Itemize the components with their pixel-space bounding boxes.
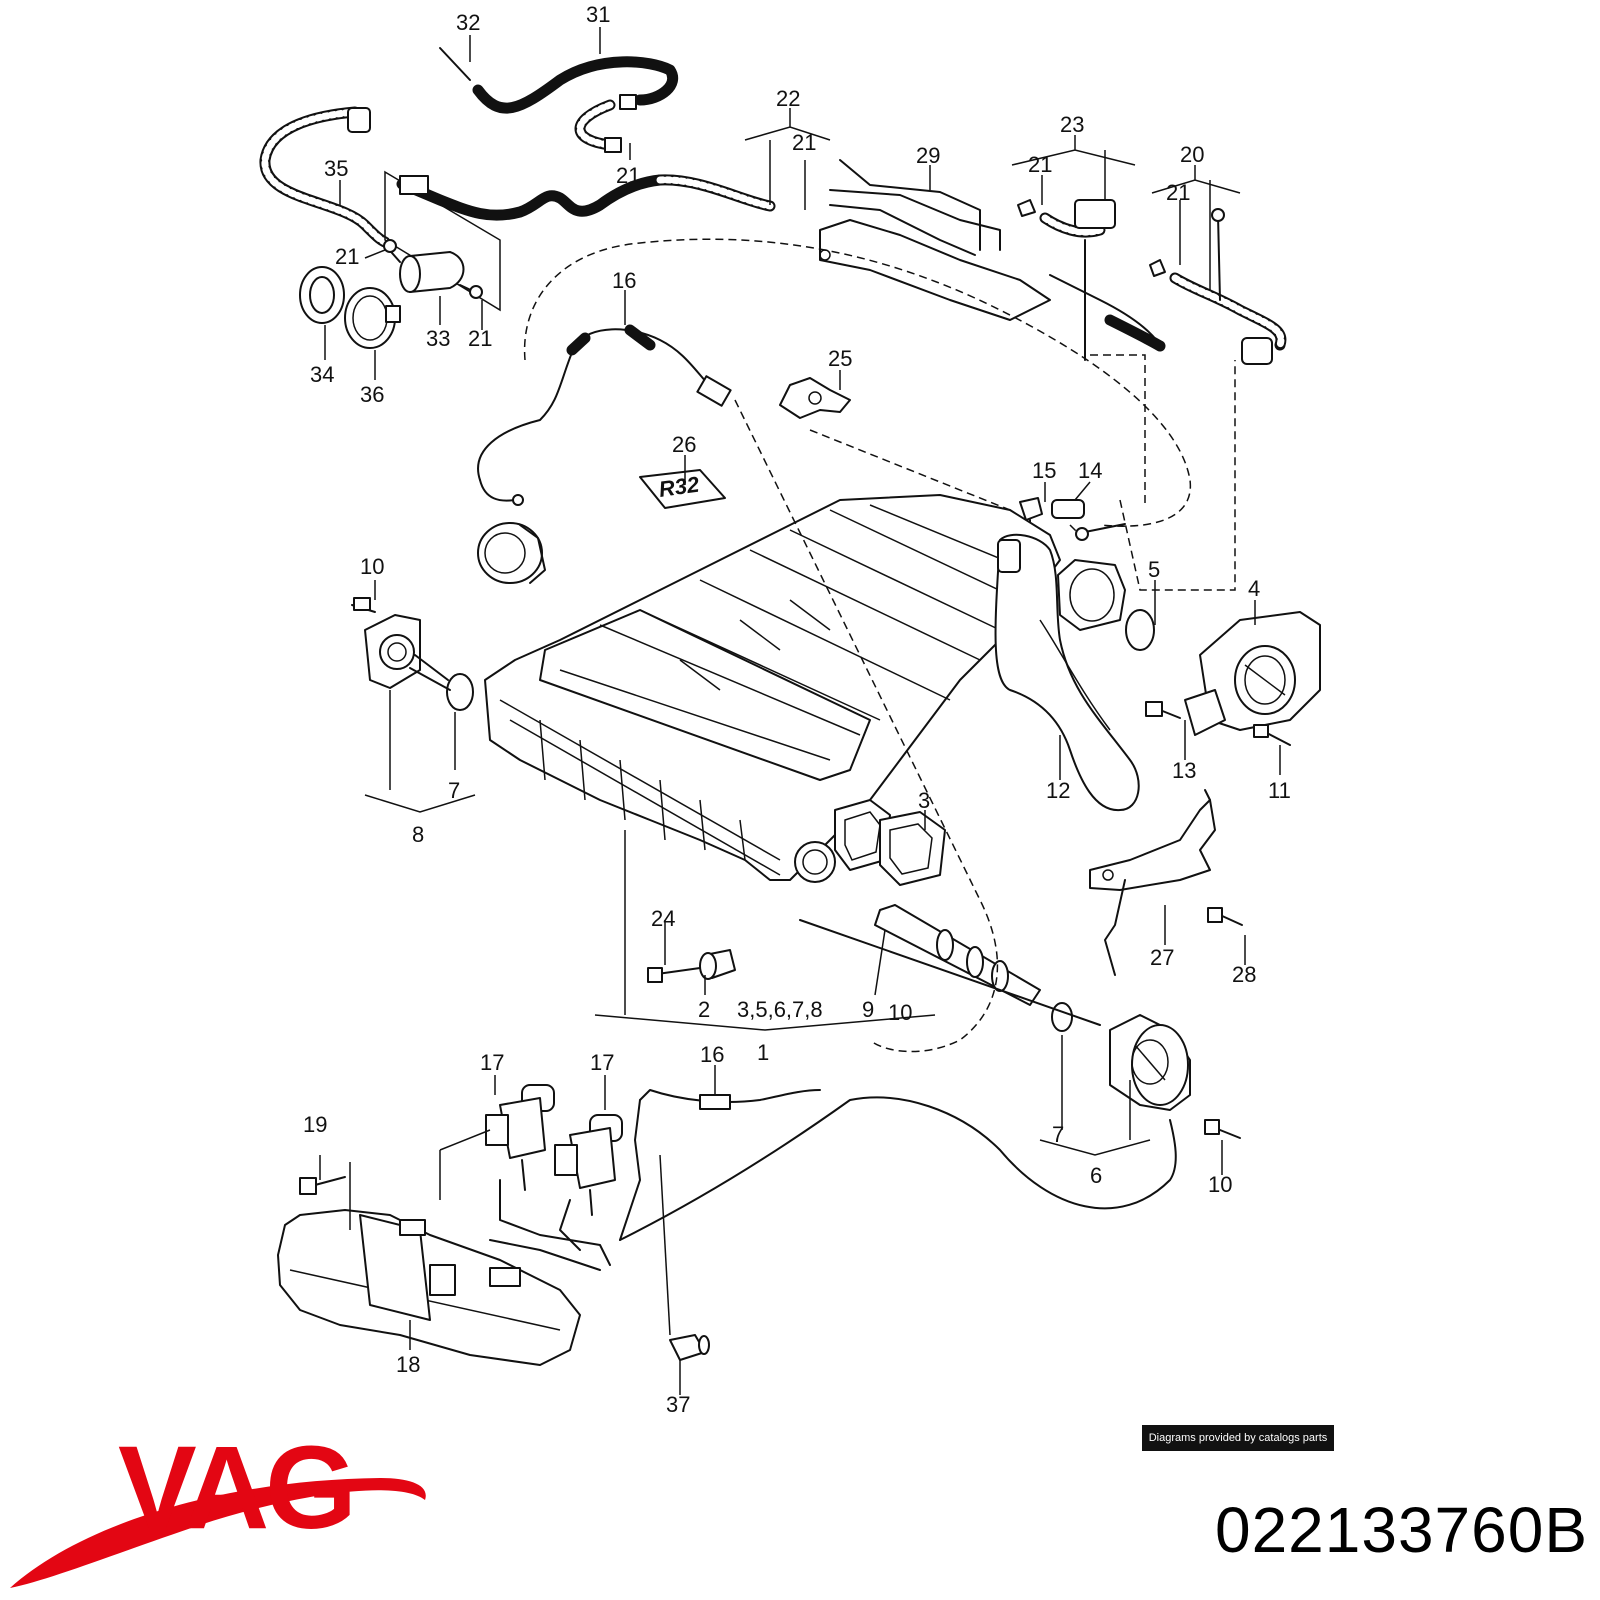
callout: 10	[1208, 1172, 1232, 1197]
callout: 34	[310, 362, 334, 387]
callout: 10	[360, 554, 384, 579]
callout: 9	[862, 997, 874, 1022]
callout: 28	[1232, 962, 1256, 987]
callout: 3	[918, 788, 930, 813]
reservoir-18	[277, 1209, 581, 1366]
shaft-9	[874, 904, 1041, 1006]
leader-lines	[319, 27, 1281, 1395]
callout: 32	[456, 10, 480, 35]
callout: 8	[412, 822, 424, 847]
callout-labels: 32 31 22 21 21 29 23 21 20 21 35 21 33 2…	[303, 2, 1291, 1417]
callout: 21	[1028, 152, 1052, 177]
callout: 25	[828, 346, 852, 371]
callout: 37	[666, 1392, 690, 1417]
callout: 31	[586, 2, 610, 27]
callout: 16	[612, 268, 636, 293]
hose-22-main	[384, 170, 776, 312]
bolt-11	[1253, 724, 1291, 746]
callout: 7	[1052, 1122, 1064, 1147]
callout: 17	[480, 1050, 504, 1075]
callout: 21	[792, 130, 816, 155]
callout: 14	[1078, 458, 1102, 483]
solenoid-17b	[554, 1114, 623, 1216]
hose-23	[1017, 199, 1116, 238]
brand-text: VAG	[118, 1422, 353, 1554]
o-ring-7b	[1051, 1002, 1073, 1032]
solenoid-17a	[485, 1084, 555, 1191]
clamp-34	[299, 266, 345, 324]
callout: 21	[616, 163, 640, 188]
hose-32-31	[439, 47, 678, 153]
callout: 22	[776, 86, 800, 111]
part-number: 022133760B	[1214, 1494, 1588, 1566]
hose-20	[1049, 208, 1287, 365]
fitting-37	[669, 1334, 710, 1361]
r32-badge: R32	[639, 469, 726, 509]
badge-text: R32	[657, 471, 701, 501]
callout: 6	[1090, 1163, 1102, 1188]
actuator-left	[351, 597, 421, 689]
throttle-body-4	[1184, 611, 1321, 736]
callout: 16	[700, 1042, 724, 1067]
callout: 23	[1060, 112, 1084, 137]
part-14	[1051, 499, 1126, 541]
actuator-6	[1109, 1014, 1191, 1111]
callout: 26	[672, 432, 696, 457]
callout: 3,5,6,7,8	[737, 997, 823, 1022]
callout: 36	[360, 382, 384, 407]
callout: 13	[1172, 758, 1196, 783]
callout: 7	[448, 778, 460, 803]
callout: 21	[335, 244, 359, 269]
flange-gasket	[1057, 559, 1155, 651]
callout: 11	[1268, 778, 1291, 803]
callout: 4	[1248, 576, 1260, 601]
callout: 15	[1032, 458, 1056, 483]
gasket-3	[834, 799, 946, 886]
callout: 33	[426, 326, 450, 351]
callout: 10	[888, 1000, 912, 1025]
callout: 18	[396, 1352, 420, 1377]
bolt-10c	[1204, 1119, 1241, 1139]
part-25	[779, 377, 851, 419]
callout: 2	[698, 997, 710, 1022]
callout: 27	[1150, 945, 1174, 970]
bolt-13	[1145, 701, 1181, 719]
callout: 29	[916, 143, 940, 168]
callout: 21	[1166, 180, 1190, 205]
callout: 1	[757, 1040, 769, 1065]
vag-logo: VAG	[10, 1422, 426, 1588]
callout: 5	[1148, 557, 1160, 582]
callout: 19	[303, 1112, 327, 1137]
callout: 24	[651, 906, 675, 931]
diagram-credit: Diagrams provided by catalogs parts	[1142, 1425, 1334, 1451]
bracket-27	[1089, 789, 1216, 976]
callout: 12	[1046, 778, 1070, 803]
intake-manifold	[484, 494, 1140, 883]
bolt-19	[299, 1176, 346, 1195]
callout: 20	[1180, 142, 1204, 167]
valve-33	[383, 239, 483, 299]
callout: 35	[324, 156, 348, 181]
clamp-36	[344, 287, 401, 349]
hose-29	[819, 159, 1051, 321]
vacuum-lines-lower	[489, 1089, 1177, 1271]
hose-35	[259, 106, 391, 248]
bolt-28	[1207, 907, 1243, 926]
vacuum-line-16-upper	[477, 238, 1191, 584]
bushing-2	[647, 949, 736, 983]
callout: 17	[590, 1050, 614, 1075]
callout: 21	[468, 326, 492, 351]
o-ring-7a	[446, 673, 474, 711]
